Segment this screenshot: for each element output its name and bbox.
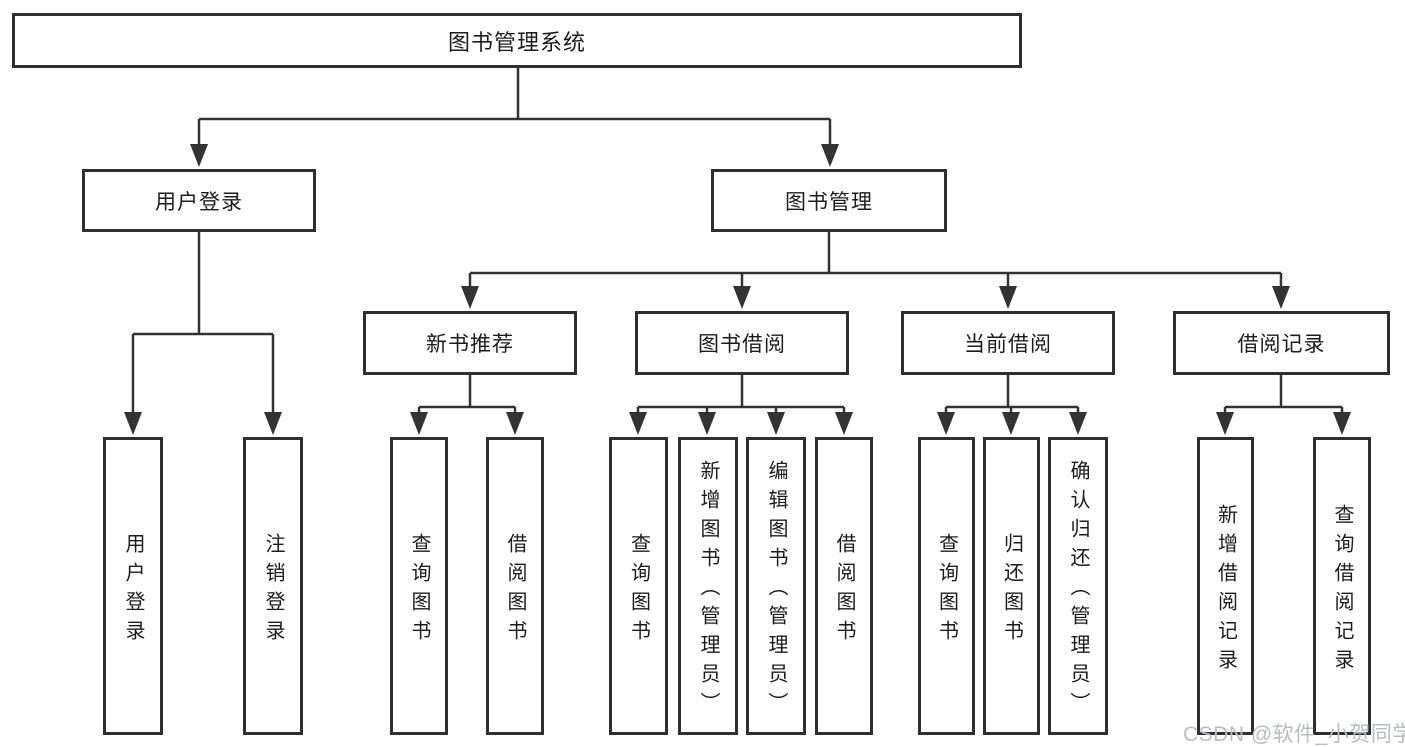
connector-new-book-recommend (417, 375, 517, 414)
leaf-label: 用户登录 (122, 532, 144, 649)
leaf-bb-query-books: 查询图书 (609, 437, 668, 735)
leaf-label: 新增图书（管理员） (697, 460, 719, 721)
leaf-label: 查询图书 (408, 532, 430, 649)
leaf-br-add-record: 新增借阅记录 (1197, 437, 1254, 735)
leaf-label: 查询借阅记录 (1331, 503, 1353, 678)
node-new-book-recommend: 新书推荐 (363, 311, 577, 375)
leaf-br-query-record: 查询借阅记录 (1313, 437, 1371, 735)
leaf-label: 查询图书 (627, 532, 650, 649)
leaf-label: 查询图书 (935, 532, 958, 649)
connector-borrow-records (1223, 375, 1344, 414)
node-borrow-records: 借阅记录 (1173, 311, 1390, 375)
leaf-cb-query-books: 查询图书 (918, 437, 975, 735)
leaf-cb-return-books: 归还图书 (983, 437, 1040, 735)
connector-book-borrow (636, 375, 846, 414)
leaf-nb-query-books: 查询图书 (390, 437, 448, 735)
leaf-label: 确认归还（管理员） (1067, 460, 1089, 721)
leaf-label: 新增借阅记录 (1214, 503, 1237, 678)
leaf-bb-add-books-admin: 新增图书（管理员） (678, 437, 738, 735)
leaf-logout: 注销登录 (243, 437, 303, 735)
node-user-login: 用户登录 (82, 169, 316, 232)
leaf-label: 编辑图书（管理员） (765, 460, 787, 721)
connector-current-borrow (944, 375, 1080, 414)
leaf-label: 借阅图书 (504, 532, 526, 649)
csdn-watermark: CSDN @软件_小贺同学 (1183, 723, 1405, 746)
leaf-label: 归还图书 (1000, 532, 1023, 649)
node-root: 图书管理系统 (12, 13, 1022, 68)
connector-book-management (468, 232, 1283, 288)
leaf-nb-borrow-books: 借阅图书 (486, 437, 544, 735)
connector-user-login (131, 232, 275, 414)
node-current-borrow: 当前借阅 (901, 311, 1115, 375)
node-book-management: 图书管理 (711, 169, 947, 232)
leaf-label: 注销登录 (262, 532, 284, 649)
leaf-label: 借阅图书 (833, 532, 855, 649)
leaf-bb-edit-books-admin: 编辑图书（管理员） (746, 437, 806, 735)
connector-root (197, 68, 832, 146)
leaf-bb-borrow-books: 借阅图书 (815, 437, 873, 735)
node-book-borrow: 图书借阅 (635, 311, 849, 375)
leaf-cb-confirm-return-admin: 确认归还（管理员） (1048, 437, 1108, 735)
leaf-user-login: 用户登录 (103, 437, 163, 735)
